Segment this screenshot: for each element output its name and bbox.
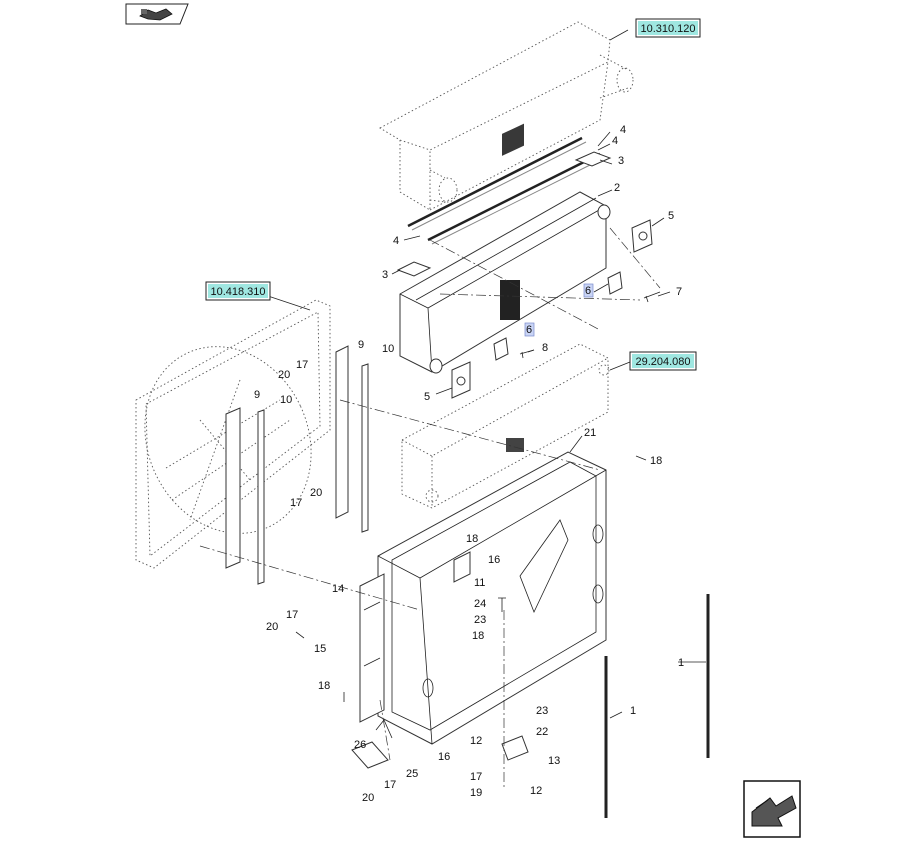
callout: 16 — [488, 554, 500, 566]
highlight-6-right — [583, 283, 594, 298]
pad-left — [396, 261, 432, 277]
ref-box-10-418-310[interactable]: 10.418.310 — [205, 281, 271, 301]
callout: 16 — [438, 751, 450, 763]
center-lines — [199, 227, 661, 790]
ref-label-right: 29.204.080 — [635, 356, 690, 368]
callout: 3 — [382, 269, 388, 281]
callout: 19 — [470, 787, 482, 799]
fan-shroud-dotted — [135, 299, 331, 569]
callout: 10 — [382, 343, 394, 355]
callout: 18 — [472, 630, 484, 642]
highlight-6-center — [524, 322, 535, 337]
seal-strips — [407, 136, 605, 245]
callout: 8 — [542, 342, 548, 354]
callout: 12 — [470, 735, 482, 747]
callout: 1 — [630, 705, 636, 717]
callout: 18 — [650, 455, 662, 467]
next-view-icon[interactable] — [743, 780, 801, 838]
callout: 15 — [314, 643, 326, 655]
callout: 1 — [678, 657, 684, 669]
callout: 20 — [278, 369, 290, 381]
ref-label-top: 10.310.120 — [640, 23, 695, 35]
callout: 23 — [536, 705, 548, 717]
callout: 13 — [548, 755, 560, 767]
ref-box-29-204-080[interactable]: 29.204.080 — [629, 351, 697, 371]
callout-labels: 4 4 3 2 4 5 3 6 7 6 8 5 9 10 17 20 9 10 … — [254, 124, 684, 804]
ref-label-left: 10.418.310 — [210, 286, 265, 298]
callout: 12 — [530, 785, 542, 797]
callout: 17 — [470, 771, 482, 783]
callout: 6 — [585, 285, 591, 297]
callout: 17 — [384, 779, 396, 791]
callout: 17 — [290, 497, 302, 509]
pad-upper — [574, 151, 612, 167]
callout: 25 — [406, 768, 418, 780]
lower-cooler-dotted — [401, 343, 610, 509]
bolt-7 — [643, 291, 661, 303]
callout: 14 — [332, 583, 344, 595]
mount-right — [607, 271, 623, 295]
callout: 20 — [310, 487, 322, 499]
callout: 3 — [618, 155, 624, 167]
small-hardware — [295, 551, 529, 769]
callout: 9 — [358, 339, 364, 351]
previous-view-icon[interactable] — [125, 3, 189, 25]
ref-box-10-310-120[interactable]: 10.310.120 — [635, 18, 701, 38]
callout: 10 — [280, 394, 292, 406]
side-strips-left — [225, 345, 369, 585]
callout: 26 — [354, 739, 366, 751]
callout: 18 — [318, 680, 330, 692]
callout: 18 — [466, 533, 478, 545]
mount-center — [493, 337, 509, 361]
callout: 2 — [614, 182, 620, 194]
callout: 7 — [676, 286, 682, 298]
radiator-core — [399, 191, 611, 374]
main-frame — [359, 451, 607, 745]
callout: 4 — [612, 135, 618, 147]
callout: 17 — [286, 609, 298, 621]
callout: 17 — [296, 359, 308, 371]
intercooler-top-dotted — [379, 21, 634, 211]
callout: 11 — [474, 577, 485, 589]
callout: 5 — [668, 210, 674, 222]
callout: 5 — [424, 391, 430, 403]
callout: 22 — [536, 726, 548, 738]
callout: 9 — [254, 389, 260, 401]
bolt-8 — [519, 349, 535, 359]
callout: 20 — [266, 621, 278, 633]
callout: 21 — [584, 427, 596, 439]
callout: 20 — [362, 792, 374, 804]
callout: 23 — [474, 614, 486, 626]
callout: 6 — [526, 324, 532, 336]
leader-lines — [267, 29, 706, 719]
callout: 4 — [393, 235, 399, 247]
callout: 4 — [620, 124, 626, 136]
callout: 24 — [474, 598, 486, 610]
